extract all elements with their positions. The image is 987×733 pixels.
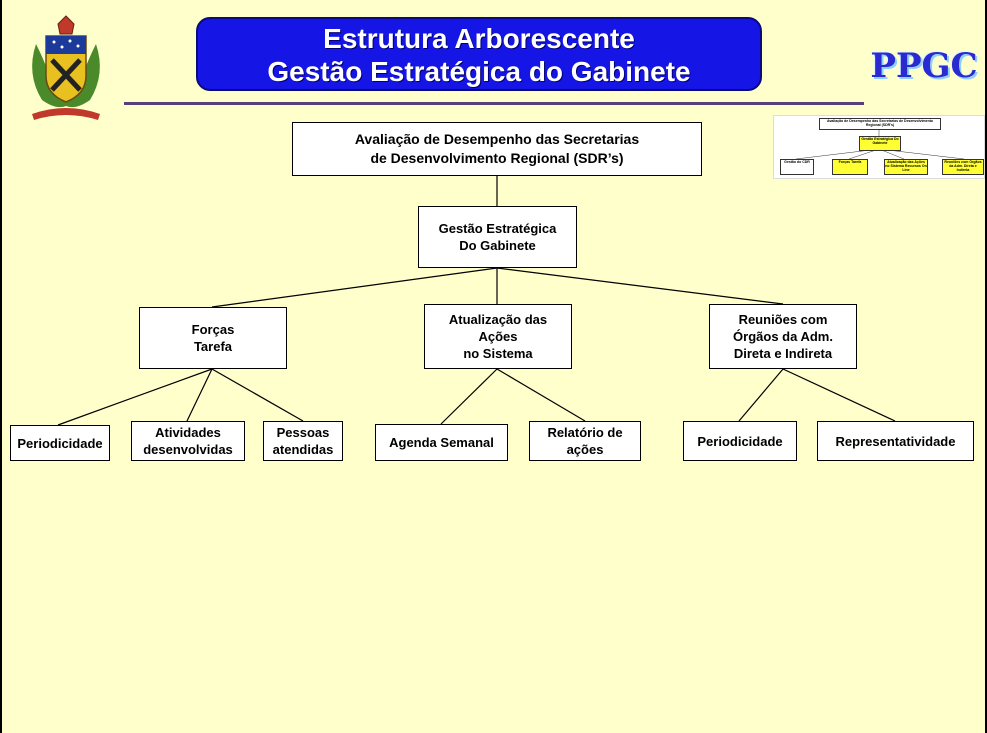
title-line-1: Estrutura Arborescente (323, 23, 635, 54)
header-divider (124, 102, 864, 105)
leaf-node-pessoas: Pessoas atendidas (263, 421, 343, 461)
leaf-node-periodicidade-1: Periodicidade (10, 425, 110, 461)
leaf-node-relatorio: Relatório de ações (529, 421, 641, 461)
thumbnail-root: Avaliação de Desempenho das Secretarias … (819, 118, 941, 130)
title-line-2: Gestão Estratégica do Gabinete (267, 56, 691, 87)
thumbnail-mid: Gestão Estratégica Do Gabinete (859, 136, 901, 151)
ppgc-logo: PPGC (870, 40, 978, 92)
leaf-node-periodicidade-2: Periodicidade (683, 421, 797, 461)
overview-thumbnail: Avaliação de Desempenho das Secretarias … (773, 115, 985, 179)
thumbnail-item-4: Reuniões com Órgãos da Adm. Direta e Ind… (942, 159, 984, 175)
branch-node-forcas-tarefa: Forças Tarefa (139, 307, 287, 369)
ppgc-logo-text: PPGC (870, 46, 978, 86)
thumbnail-item-3: Atualização das Ações no Sistema Recurso… (884, 159, 928, 175)
leaf-node-representatividade: Representatividade (817, 421, 974, 461)
tree-root-node: Avaliação de Desempenho das Secretarias … (292, 122, 702, 176)
title-banner: Estrutura Arborescente Gestão Estratégic… (196, 17, 762, 91)
university-crest-icon (32, 15, 100, 120)
thumbnail-item-1: Gestão do CDR (780, 159, 814, 175)
leaf-node-agenda-semanal: Agenda Semanal (375, 424, 508, 461)
branch-node-reunioes: Reuniões com Órgãos da Adm. Direta e Ind… (709, 304, 857, 369)
thumbnail-item-2: Forças Tarefa (832, 159, 868, 175)
leaf-node-atividades: Atividades desenvolvidas (131, 421, 245, 461)
branch-node-atualizacao: Atualização das Ações no Sistema (424, 304, 572, 369)
tree-level1-node: Gestão Estratégica Do Gabinete (418, 206, 577, 268)
